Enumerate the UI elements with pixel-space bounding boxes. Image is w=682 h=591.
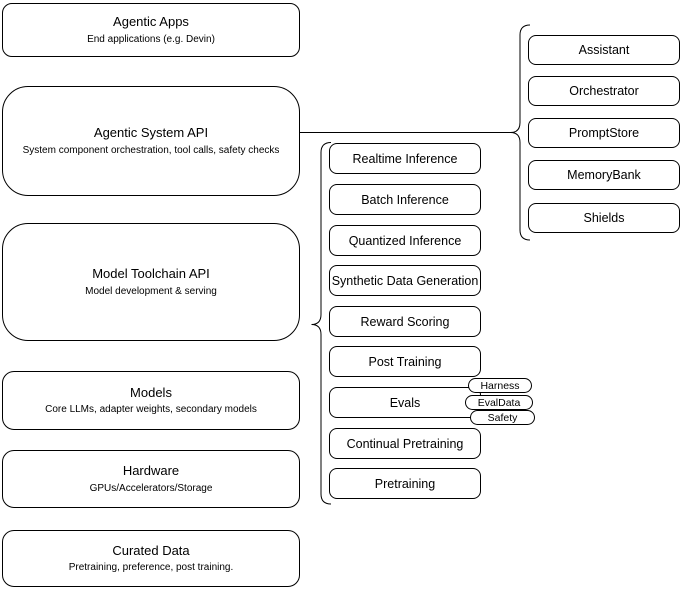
node-subtitle: Pretraining, preference, post training. <box>68 562 234 574</box>
node-continual-pretraining[interactable]: Continual Pretraining <box>329 428 481 459</box>
node-realtime-inference[interactable]: Realtime Inference <box>329 143 481 174</box>
node-title: Curated Data <box>112 542 190 558</box>
node-orchestrator[interactable]: Orchestrator <box>528 76 680 106</box>
node-curated-data[interactable]: Curated Data Pretraining, preference, po… <box>2 530 300 587</box>
node-evals-evaldata-tag[interactable]: EvalData <box>465 395 533 410</box>
node-subtitle: System component orchestration, tool cal… <box>22 144 280 156</box>
node-models[interactable]: Models Core LLMs, adapter weights, secon… <box>2 371 300 430</box>
node-evals[interactable]: Evals <box>329 387 481 418</box>
node-post-training[interactable]: Post Training <box>329 346 481 377</box>
node-hardware[interactable]: Hardware GPUs/Accelerators/Storage <box>2 450 300 508</box>
node-title: Models <box>130 384 172 400</box>
node-title: Agentic Apps <box>113 14 189 30</box>
toolchain-brace[interactable] <box>311 142 332 505</box>
node-memorybank[interactable]: MemoryBank <box>528 160 680 190</box>
node-pretraining[interactable]: Pretraining <box>329 468 481 499</box>
system-components-brace[interactable] <box>510 24 531 241</box>
node-subtitle: Model development & serving <box>85 285 217 297</box>
node-shields[interactable]: Shields <box>528 203 680 233</box>
node-subtitle: GPUs/Accelerators/Storage <box>89 482 213 494</box>
node-batch-inference[interactable]: Batch Inference <box>329 184 481 215</box>
node-title: Hardware <box>122 463 180 479</box>
node-promptstore[interactable]: PromptStore <box>528 118 680 148</box>
node-model-toolchain-api[interactable]: Model Toolchain API Model development & … <box>2 223 300 341</box>
node-subtitle: End applications (e.g. Devin) <box>87 33 215 45</box>
node-evals-harness-tag[interactable]: Harness <box>468 378 532 393</box>
node-reward-scoring[interactable]: Reward Scoring <box>329 306 481 337</box>
node-assistant[interactable]: Assistant <box>528 35 680 65</box>
node-title: Model Toolchain API <box>92 266 210 282</box>
node-title: Agentic System API <box>93 125 209 141</box>
node-agentic-system-api[interactable]: Agentic System API System component orch… <box>2 86 300 196</box>
node-quantized-inference[interactable]: Quantized Inference <box>329 225 481 256</box>
node-synthetic-data-generation[interactable]: Synthetic Data Generation <box>329 265 481 296</box>
node-evals-safety-tag[interactable]: Safety <box>470 410 535 425</box>
node-agentic-apps[interactable]: Agentic Apps End applications (e.g. Devi… <box>2 3 300 57</box>
node-subtitle: Core LLMs, adapter weights, secondary mo… <box>45 404 257 416</box>
